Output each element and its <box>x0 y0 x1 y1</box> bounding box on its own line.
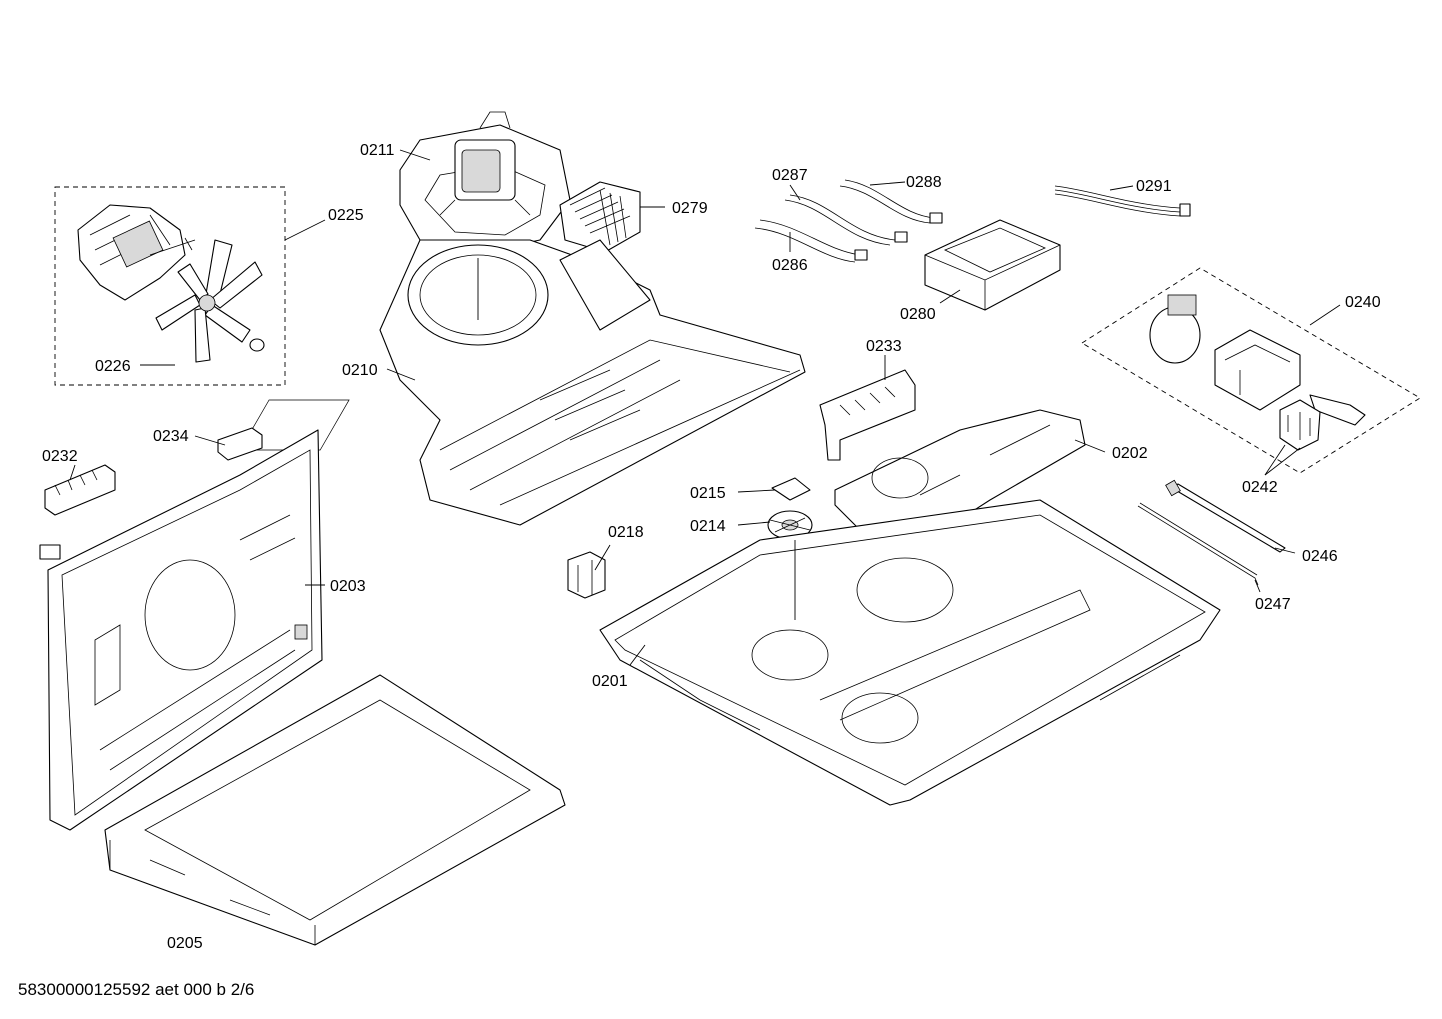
cable-harness-0286 <box>754 219 868 263</box>
thermostat-kit-group <box>1081 267 1421 474</box>
callout-0288: 0288 <box>906 174 942 191</box>
kit-boundary-0240 <box>1081 267 1421 474</box>
document-id: 58300000125592 aet 000 b 2/6 <box>18 980 255 999</box>
callout-0205: 0205 <box>167 935 203 952</box>
callout-0286: 0286 <box>772 257 808 274</box>
callout-0202: 0202 <box>1112 445 1148 462</box>
callout-0214: 0214 <box>690 518 726 535</box>
fan-motor-kit-group <box>54 186 286 386</box>
callout-0225: 0225 <box>328 207 364 224</box>
rod-0247 <box>1137 502 1259 586</box>
cover-plate-0202 <box>834 409 1086 546</box>
callout-0247: 0247 <box>1255 596 1291 613</box>
callout-0234: 0234 <box>153 428 189 445</box>
callout-0232: 0232 <box>42 448 78 465</box>
callout-0210: 0210 <box>342 362 378 379</box>
cable-harness-0288 <box>839 179 943 224</box>
callout-0215: 0215 <box>690 485 726 502</box>
terminal-bracket-0233 <box>819 369 916 461</box>
callout-0280: 0280 <box>900 306 936 323</box>
kit-boundary-0225 <box>54 186 286 386</box>
callout-0240: 0240 <box>1345 294 1381 311</box>
callout-0291: 0291 <box>1136 178 1172 195</box>
rear-panel-0203 <box>47 429 323 831</box>
callout-0279: 0279 <box>672 200 708 217</box>
cable-harness-0287 <box>784 194 908 246</box>
bottom-tray-0205 <box>104 674 566 946</box>
callout-0287: 0287 <box>772 167 808 184</box>
base-plate-0201 <box>599 499 1221 806</box>
terminal-strip-0232 <box>39 464 116 560</box>
callout-0203: 0203 <box>330 578 366 595</box>
bracket-0215 <box>771 477 811 501</box>
connector-0234 <box>217 427 263 461</box>
callout-0226: 0226 <box>95 358 131 375</box>
clip-0218 <box>567 551 606 599</box>
callout-0201: 0201 <box>592 673 628 690</box>
sensor-0246 <box>1165 479 1286 553</box>
cable-harness-0291 <box>1054 185 1191 217</box>
convection-fan-0211 <box>399 111 571 256</box>
grease-filter-0279 <box>559 181 641 253</box>
callout-0246: 0246 <box>1302 548 1338 565</box>
callout-0242: 0242 <box>1242 479 1278 496</box>
leader-lines <box>69 149 1341 666</box>
callout-labels: 0211 0225 0226 0279 0210 0287 0288 0286 … <box>42 142 1381 952</box>
electronic-module-0280 <box>924 219 1061 311</box>
thermostat-0240 <box>1149 294 1366 426</box>
limiter-0242 <box>1279 399 1321 451</box>
fan-cover-0214 <box>767 510 813 540</box>
callout-0233: 0233 <box>866 338 902 355</box>
fan-motor-0225 <box>77 204 196 301</box>
callout-0218: 0218 <box>608 524 644 541</box>
fan-housing-frame-0210 <box>239 239 806 526</box>
callout-0211: 0211 <box>360 142 395 159</box>
fan-impeller-0226 <box>155 239 265 363</box>
